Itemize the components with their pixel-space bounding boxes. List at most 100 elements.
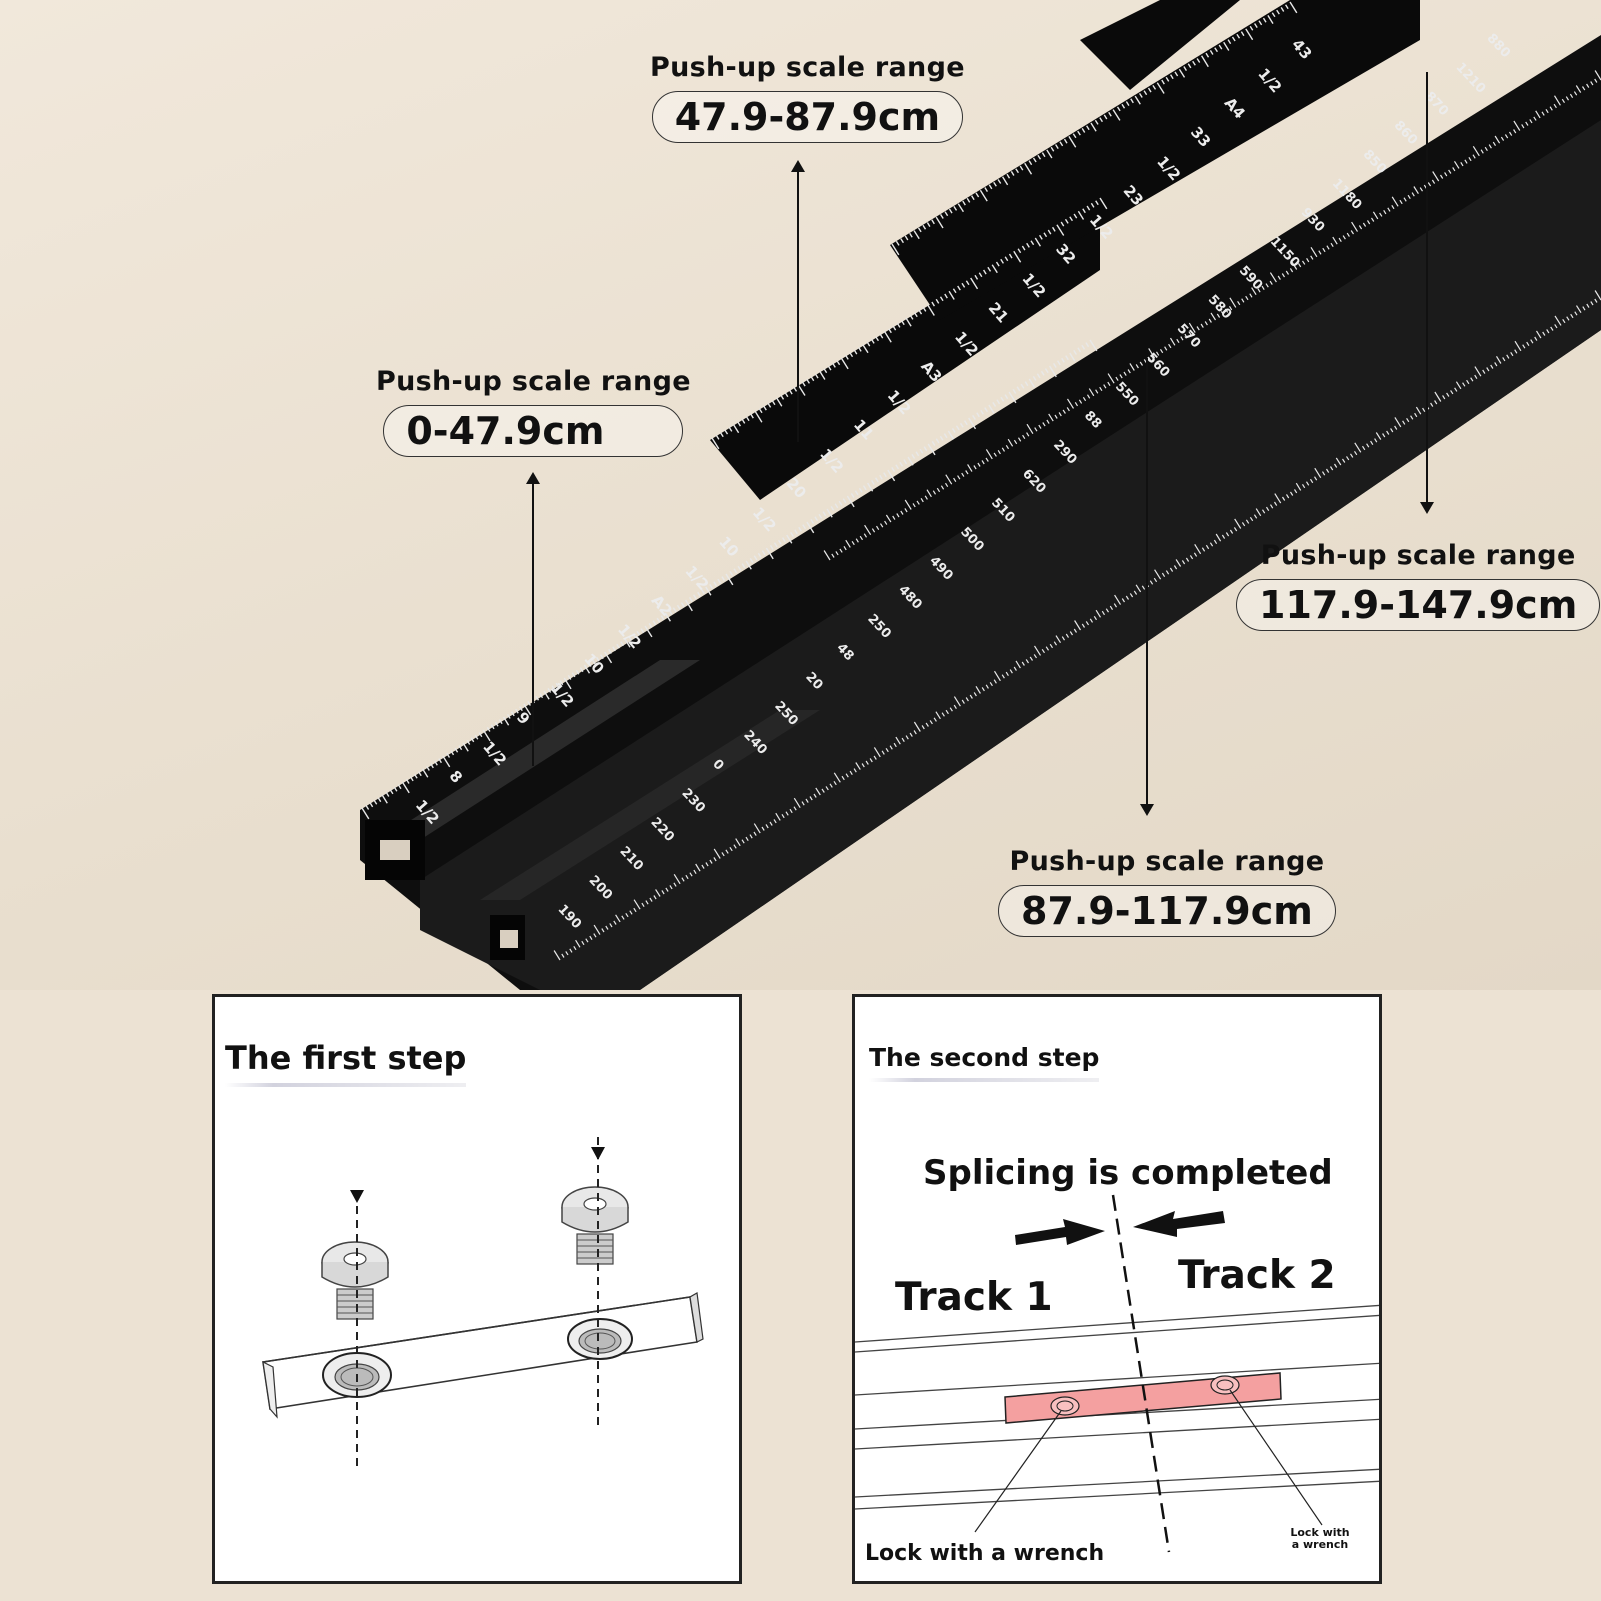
ruler-tick xyxy=(985,449,993,460)
ruler-tick xyxy=(681,877,685,882)
ruler-tick xyxy=(1082,208,1086,214)
ruler-tick xyxy=(965,470,969,475)
ruler-tick xyxy=(981,687,985,692)
ruler-tick xyxy=(1017,248,1022,254)
ruler-tick xyxy=(735,838,741,847)
ruler-tick xyxy=(993,452,997,457)
ruler-tick xyxy=(873,755,877,760)
ruler-tick xyxy=(814,373,819,379)
ruler-tick xyxy=(778,539,782,545)
ruler-tick xyxy=(1209,50,1214,55)
ruler-tick xyxy=(1089,618,1094,623)
arrow-left-icon xyxy=(1133,1211,1225,1237)
ruler-tick xyxy=(1455,381,1462,390)
ruler-tick xyxy=(1077,130,1081,136)
ruler-tick xyxy=(1448,169,1452,174)
ruler-tick xyxy=(1068,136,1077,148)
ruler-tick xyxy=(728,426,733,432)
ruler-tick xyxy=(1488,144,1492,149)
ruler-tick xyxy=(1280,7,1285,12)
ruler-tick xyxy=(1379,212,1383,217)
ruler-tick xyxy=(361,807,370,820)
ruler-tick xyxy=(922,224,927,230)
ruler-tick xyxy=(1434,391,1442,402)
arrow-up-icon xyxy=(791,160,805,442)
ruler-tick xyxy=(988,184,993,190)
ruler-tick xyxy=(673,873,681,885)
ruler-tick xyxy=(836,360,841,366)
ruler-tick xyxy=(1135,364,1139,369)
ruler-tick xyxy=(993,670,1001,682)
screw-icon xyxy=(1050,1396,1080,1416)
ruler-tick xyxy=(1394,425,1398,430)
ruler-tick xyxy=(953,704,957,710)
ruler-tick xyxy=(649,897,653,902)
ruler-tick xyxy=(612,646,616,652)
ruler-tick xyxy=(641,902,645,908)
ruler-tick xyxy=(989,681,993,687)
ruler-tick xyxy=(993,181,997,187)
ruler-tick xyxy=(1053,363,1057,368)
ruler-tick xyxy=(1285,4,1289,10)
ruler-tick xyxy=(1169,567,1174,572)
ruler-tick xyxy=(1141,585,1146,590)
ruler-tick xyxy=(851,540,855,546)
ruler-tick xyxy=(1372,211,1379,220)
ruler-tick xyxy=(859,535,864,541)
ruler-tick xyxy=(418,771,422,777)
ruler-tick xyxy=(1085,621,1090,626)
ruler-tick xyxy=(887,469,896,482)
ruler-tick xyxy=(850,493,855,498)
ruler-tick xyxy=(1554,324,1558,329)
ruler-tick xyxy=(1391,196,1399,207)
ruler-tick xyxy=(1594,78,1598,83)
ruler-tick xyxy=(1029,656,1034,661)
ruler-tick xyxy=(865,760,869,765)
ruler-tick xyxy=(1262,17,1267,23)
ruler-tick xyxy=(1223,41,1230,51)
ruler-tick xyxy=(891,467,895,472)
ruler-tick xyxy=(879,474,883,480)
ruler-tick xyxy=(899,461,904,467)
ruler-tick xyxy=(669,885,673,890)
ruler-tick xyxy=(693,869,697,875)
ruler-tick xyxy=(462,742,469,752)
ruler-tick xyxy=(1276,9,1280,15)
ruler-tick xyxy=(789,808,793,814)
ruler-tick xyxy=(754,410,763,423)
ruler-tick xyxy=(369,802,374,808)
ruler-tick xyxy=(761,550,766,556)
ruler-tick xyxy=(1472,154,1476,159)
ruler-tick xyxy=(1267,15,1274,24)
ruler-tick xyxy=(498,719,503,725)
ruler-tick xyxy=(693,594,697,600)
ruler-tick xyxy=(1205,544,1210,550)
ruler-tick xyxy=(1494,135,1501,144)
ruler-tick xyxy=(1590,301,1594,306)
ruler-tick xyxy=(814,516,819,522)
ruler-tick xyxy=(917,227,922,233)
ruler-tick xyxy=(841,775,845,781)
ruler-tick xyxy=(1099,117,1103,123)
ruler-tick xyxy=(896,513,900,518)
ruler-tick xyxy=(1462,382,1466,387)
ruler-tick xyxy=(981,460,985,465)
ruler-tick xyxy=(1107,373,1115,384)
ruler-tick xyxy=(1450,390,1454,395)
ruler-label: 860 xyxy=(1391,118,1421,148)
ruler-tick xyxy=(745,416,750,422)
ruler-tick xyxy=(1081,623,1086,628)
ruler-tick xyxy=(964,420,968,426)
ruler-tick xyxy=(515,708,519,714)
ruler-tick xyxy=(1065,355,1069,361)
ruler-tick xyxy=(652,620,657,626)
ruler-tick xyxy=(644,625,653,638)
ruler-tick xyxy=(944,211,949,217)
ruler-tick xyxy=(625,912,629,918)
ruler-tick xyxy=(904,508,908,513)
ruler-tick xyxy=(763,405,767,411)
ruler-tick xyxy=(943,433,948,439)
ruler-tick xyxy=(973,692,977,697)
ruler-tick xyxy=(393,786,398,792)
ruler-tick xyxy=(664,612,671,622)
